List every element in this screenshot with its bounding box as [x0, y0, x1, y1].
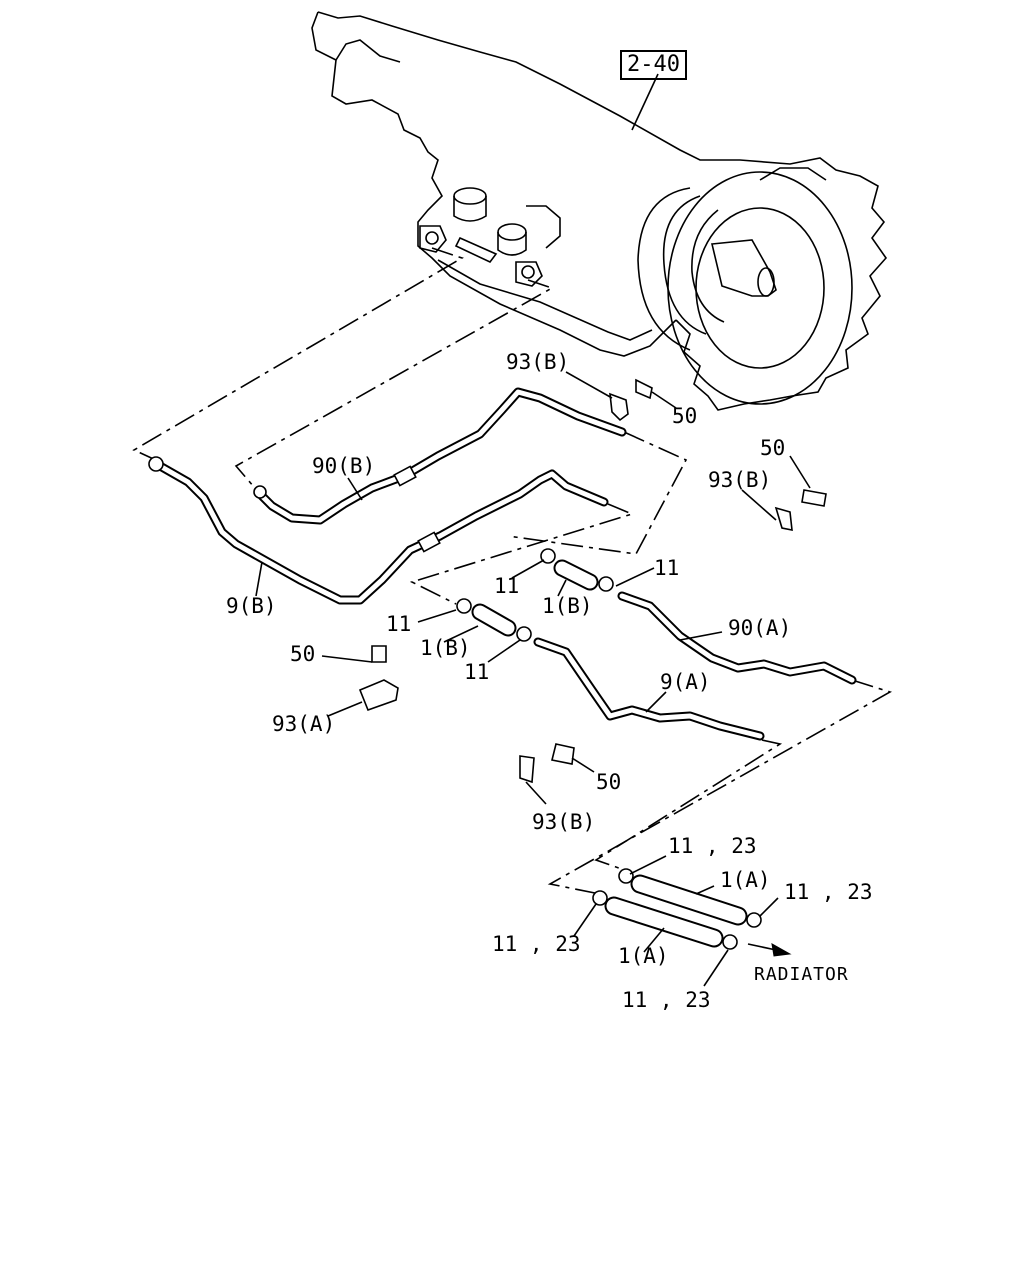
radiator-arrow [747, 943, 792, 957]
part-label-93b[interactable]: 93(B) [532, 810, 596, 834]
part-label-1b[interactable]: 1(B) [420, 636, 471, 660]
part-label-1a[interactable]: 1(A) [720, 868, 771, 892]
part-label-11[interactable]: 11 [654, 556, 680, 580]
part-label-11-23[interactable]: 11 , 23 [492, 932, 581, 956]
brackets-bolts [358, 378, 827, 784]
part-label-11-23[interactable]: 11 , 23 [784, 880, 873, 904]
connection-lines [132, 247, 892, 895]
transmission-assembly [311, 11, 888, 411]
part-label-9b[interactable]: 9(B) [226, 594, 277, 618]
part-label-11-23[interactable]: 11 , 23 [668, 834, 757, 858]
part-label-50[interactable]: 50 [760, 436, 786, 460]
part-label-1a[interactable]: 1(A) [618, 944, 669, 968]
part-label-11[interactable]: 11 [494, 574, 520, 598]
part-label-50[interactable]: 50 [290, 642, 316, 666]
part-label-11[interactable]: 11 [386, 612, 412, 636]
part-label-93a[interactable]: 93(A) [272, 712, 336, 736]
part-label-93b[interactable]: 93(B) [506, 350, 570, 374]
part-label-11-23[interactable]: 11 , 23 [622, 988, 711, 1012]
leader-lines [255, 371, 811, 987]
ref-leader [631, 73, 659, 131]
part-label-50[interactable]: 50 [672, 404, 698, 428]
tubes [155, 387, 857, 948]
part-label-9a[interactable]: 9(A) [660, 670, 711, 694]
clamps [148, 456, 762, 950]
part-label-93b[interactable]: 93(B) [708, 468, 772, 492]
part-label-90a[interactable]: 90(A) [728, 616, 792, 640]
part-label-1b[interactable]: 1(B) [542, 594, 593, 618]
part-label-90b[interactable]: 90(B) [312, 454, 376, 478]
part-label-50[interactable]: 50 [596, 770, 622, 794]
part-label-11[interactable]: 11 [464, 660, 490, 684]
reference-number-box[interactable]: 2-40 [620, 50, 687, 80]
radiator-direction-label: RADIATOR [754, 964, 849, 985]
